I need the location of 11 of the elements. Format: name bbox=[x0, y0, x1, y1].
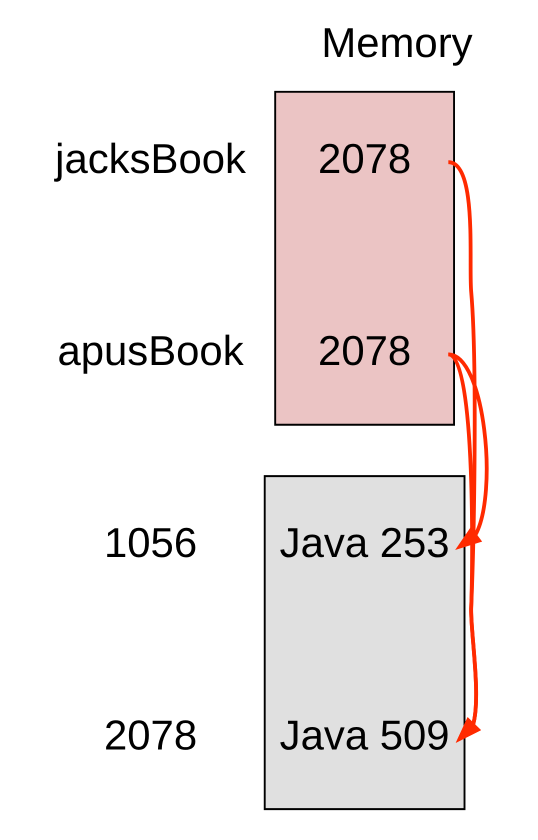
node-text: Java 509 bbox=[279, 711, 450, 758]
node-label: 1056 bbox=[103, 519, 197, 566]
node-label: jacksBook bbox=[54, 134, 246, 182]
node-text: 2078 bbox=[318, 327, 411, 374]
cluster bbox=[274, 90, 454, 426]
node-label: apusBook bbox=[56, 327, 244, 374]
cluster bbox=[263, 475, 465, 810]
diagram-title: Memory bbox=[320, 18, 472, 66]
node-text: 2078 bbox=[318, 134, 411, 182]
node-text: Java 253 bbox=[279, 519, 450, 566]
node-label: 2078 bbox=[103, 711, 197, 758]
